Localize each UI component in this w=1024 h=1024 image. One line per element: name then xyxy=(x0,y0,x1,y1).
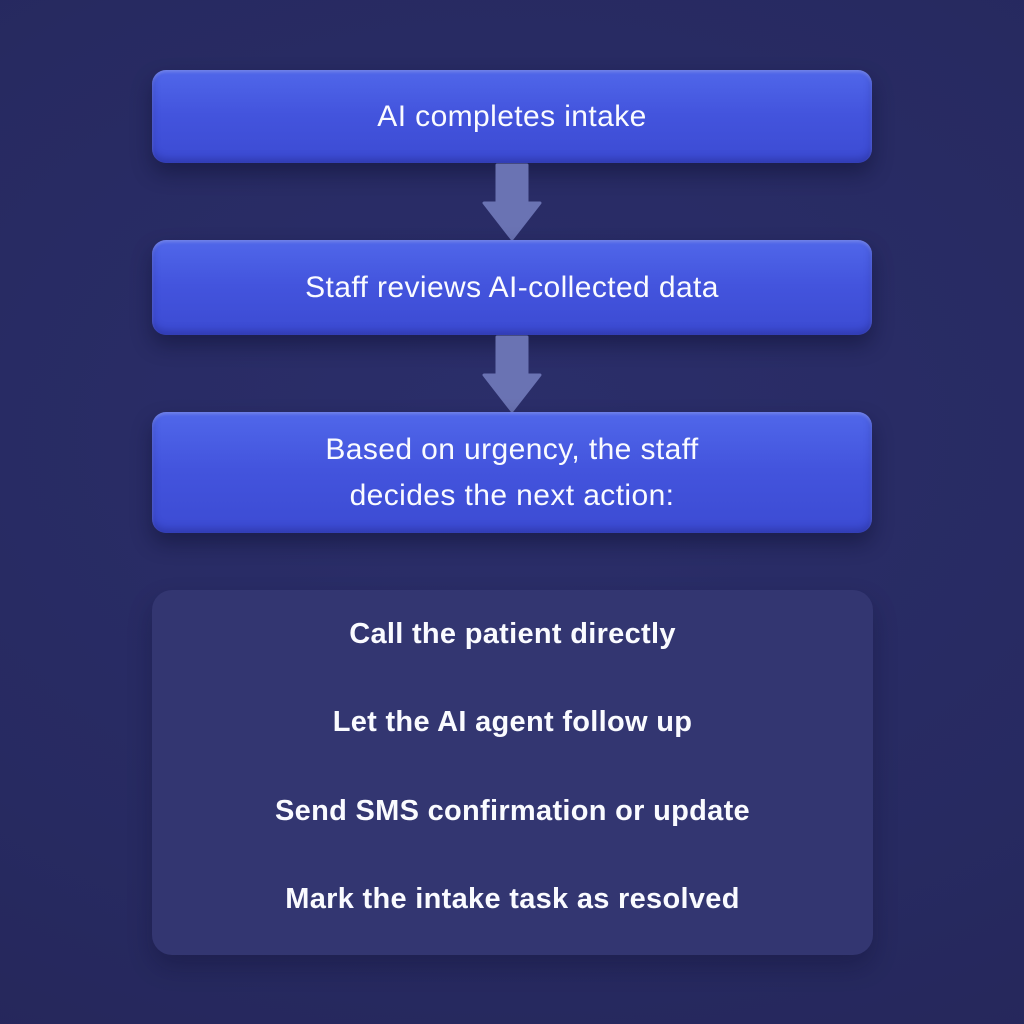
step-label: Staff reviews AI-collected data xyxy=(305,270,719,304)
action-item-call-patient: Call the patient directly xyxy=(349,618,676,650)
step-label-line-2: decides the next action: xyxy=(349,478,675,512)
arrow-down-icon xyxy=(482,335,542,413)
action-item-ai-follow-up: Let the AI agent follow up xyxy=(332,706,693,739)
action-item-mark-resolved: Mark the intake task as resolved xyxy=(285,882,740,915)
step-box-ai-completes-intake: AI completes intake xyxy=(152,70,872,163)
action-item-send-sms: Send SMS confirmation or update xyxy=(275,794,750,827)
step-label: AI completes intake xyxy=(377,99,647,133)
step-box-staff-decides-action: Based on urgency, the staff decides the … xyxy=(152,412,872,533)
arrow-down-icon xyxy=(482,163,542,241)
step-label-line-1: Based on urgency, the staff xyxy=(325,432,699,466)
step-box-staff-reviews-data: Staff reviews AI-collected data xyxy=(152,240,872,335)
actions-panel: Call the patient directly Let the AI age… xyxy=(152,590,873,955)
